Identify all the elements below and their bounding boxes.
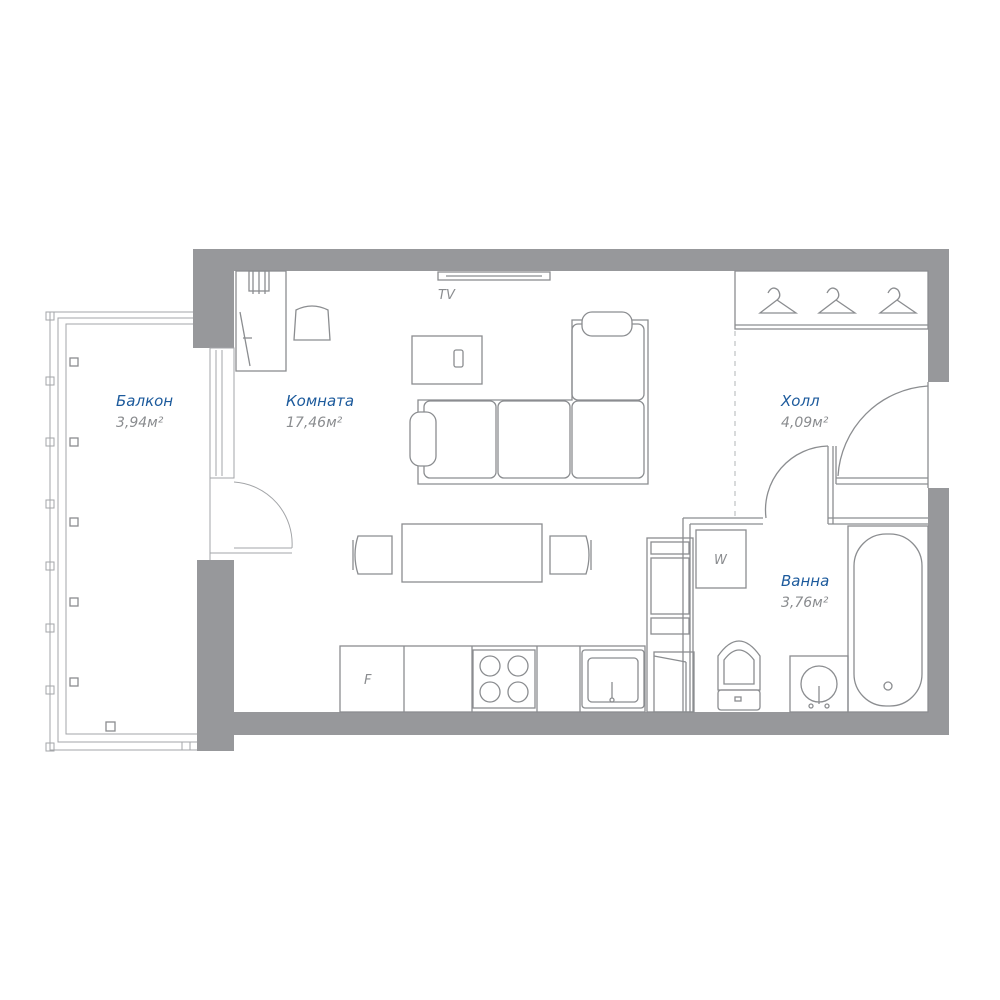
wall-top [193, 249, 949, 271]
hall-name: Холл [780, 392, 820, 410]
bath-area: 3,76м² [781, 595, 829, 611]
dining-chair-left [352, 535, 393, 575]
sink-icon [789, 655, 849, 713]
balcony-door [209, 477, 293, 560]
monitor-icon [239, 311, 252, 367]
desk [235, 270, 287, 372]
wall-bottom [234, 712, 949, 735]
bathtub-icon [847, 525, 929, 713]
hall-area: 4,09м² [781, 415, 829, 431]
balcony-railing-mid [57, 317, 197, 743]
toilet-icon [717, 640, 761, 711]
door-icon [764, 445, 834, 524]
kitchen-counter [339, 645, 646, 713]
door-icon [835, 382, 929, 488]
bath-name: Ванна [781, 572, 829, 590]
washer [695, 529, 747, 589]
room-furniture: TV F [235, 270, 695, 713]
room-area: 17,46м² [286, 415, 343, 431]
room-labels: Балкон 3,94м² Комната 17,46м² Холл 4,09м… [116, 392, 829, 611]
coffee-table [411, 335, 483, 385]
tv-icon [437, 271, 551, 281]
tv-label: TV [438, 288, 456, 303]
balcony-railing-inner [65, 323, 197, 735]
wall-left-upper [193, 249, 234, 348]
wall-left-lower [197, 560, 234, 751]
balcony-railing-outer [49, 311, 197, 751]
sofa-icon [409, 311, 649, 485]
sink-icon [581, 649, 645, 709]
hanger-icon [878, 287, 919, 314]
remote-icon [453, 349, 464, 368]
hanger-icon [817, 287, 858, 314]
fridge-label: F [364, 673, 372, 688]
hanger-icon [758, 287, 799, 314]
balcony-name: Балкон [116, 392, 173, 410]
washer-label: W [714, 553, 728, 568]
hall [682, 270, 929, 712]
wall-right-upper [928, 249, 949, 382]
armchair-icon [293, 305, 331, 341]
room-name: Комната [286, 392, 354, 410]
dining-table [401, 523, 543, 583]
walls [193, 249, 949, 751]
dining-chair-right [549, 535, 592, 575]
balcony-area: 3,94м² [116, 415, 164, 431]
hall-shelf [734, 270, 929, 330]
wall-right-lower [928, 488, 949, 735]
stove-icon [472, 649, 536, 709]
bathroom: W [695, 525, 929, 713]
desk-chair [248, 270, 270, 294]
balcony [45, 311, 293, 752]
